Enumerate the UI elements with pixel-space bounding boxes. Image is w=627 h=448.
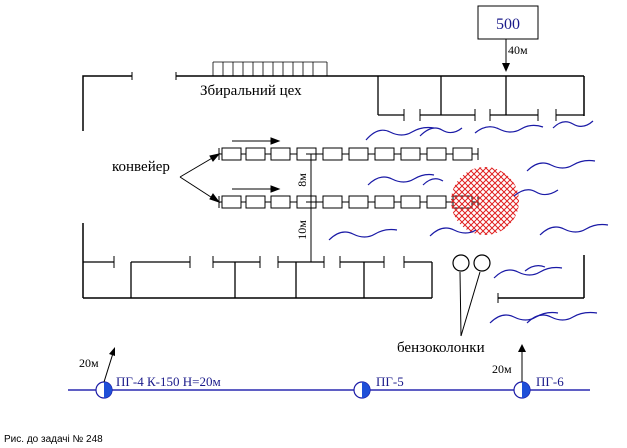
conveyor-segment xyxy=(348,147,369,161)
conveyor-pointers xyxy=(179,153,221,203)
conveyor-segment xyxy=(426,147,447,161)
conveyor-segment xyxy=(245,195,266,209)
hydrant-label-2: ПГ-5 xyxy=(376,374,404,389)
conveyor-bottom xyxy=(218,195,479,209)
fuel-pumps xyxy=(452,254,491,337)
conveyor-segment xyxy=(374,147,395,161)
fuel-pump-icon xyxy=(452,254,470,272)
tank-label: 500 xyxy=(496,16,520,33)
conveyor-segment xyxy=(221,147,242,161)
hydrant-icon xyxy=(522,382,530,398)
workshop-label: Збиральний цех xyxy=(200,83,302,99)
fuel-pump-icon xyxy=(473,254,491,272)
bottom-partitions xyxy=(83,256,433,298)
hydrant-1-distance: 20м xyxy=(79,356,99,370)
fire-zone xyxy=(451,167,519,235)
hydrant-pg6 xyxy=(513,344,531,399)
hydrant-icon xyxy=(104,382,112,398)
conveyor-segment xyxy=(270,195,291,209)
hydrant-pg5 xyxy=(353,381,371,399)
conveyor-segment xyxy=(221,195,242,209)
tank-distance: 40м xyxy=(508,43,528,57)
conveyor-segment xyxy=(270,147,291,161)
conveyor-segment xyxy=(348,195,369,209)
hydrant-label-1: ПГ-4 К-150 Н=20м xyxy=(116,374,221,389)
hydrant-3-distance: 20м xyxy=(492,362,512,376)
conveyor-label: конвейер xyxy=(112,159,170,175)
tank-box xyxy=(477,5,539,40)
direction-arrows xyxy=(232,137,281,193)
conveyor-top xyxy=(218,147,479,161)
conveyor-segment xyxy=(245,147,266,161)
hydrant-label-3: ПГ-6 xyxy=(536,374,564,389)
hydrant-icon xyxy=(362,382,370,398)
top-partitions xyxy=(377,76,584,121)
conveyor-segment xyxy=(452,147,473,161)
dim-between-conveyors: 8м xyxy=(295,173,309,187)
hydrant-pg4 xyxy=(95,347,115,399)
conveyor-segment xyxy=(426,195,447,209)
conveyor-segment xyxy=(400,195,421,209)
conveyor-segment xyxy=(400,147,421,161)
workshop-roof-hatch xyxy=(212,61,328,76)
water-tank: 500 40м xyxy=(477,5,539,72)
dim-to-wall: 10м xyxy=(295,220,309,240)
figure-caption: Рис. до задачі № 248 xyxy=(4,434,103,445)
conveyor-segment xyxy=(322,195,343,209)
building-outline xyxy=(82,72,585,131)
conveyor-segment xyxy=(374,195,395,209)
tank-arrow xyxy=(502,63,510,72)
smoke-waves xyxy=(328,120,609,324)
fuel-pumps-label: бензоколонки xyxy=(397,340,485,356)
conveyor-segment xyxy=(322,147,343,161)
bottom-structure xyxy=(82,223,585,303)
